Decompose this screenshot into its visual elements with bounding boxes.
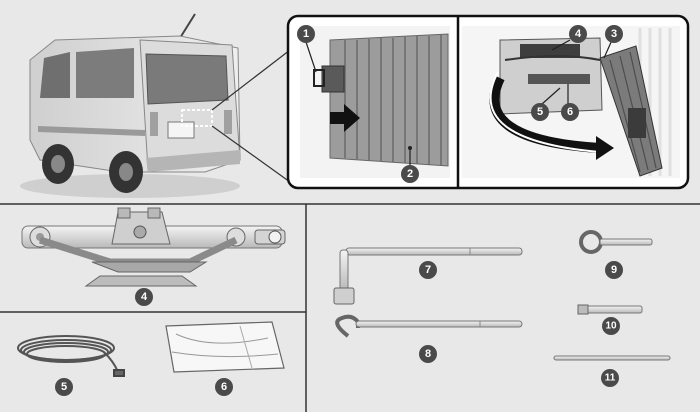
hatch-location-marker <box>181 109 213 127</box>
svg-text:7: 7 <box>425 264 431 276</box>
callout-badge-1: 1 <box>297 25 315 43</box>
svg-text:8: 8 <box>425 348 431 360</box>
jack-illustration <box>21 207 286 287</box>
leader-line-bottom <box>211 125 291 183</box>
svg-text:4: 4 <box>575 28 582 40</box>
svg-text:2: 2 <box>407 168 413 180</box>
svg-text:5: 5 <box>537 106 543 118</box>
svg-text:6: 6 <box>221 381 227 393</box>
part-badge-bag: 6 <box>215 378 233 396</box>
leader-line-top <box>211 49 291 111</box>
part-badge-jack: 4 <box>135 288 153 306</box>
callout-badge-5: 5 <box>531 103 549 121</box>
cover-panel-view <box>300 26 450 178</box>
svg-text:11: 11 <box>605 373 616 384</box>
svg-text:6: 6 <box>567 106 573 118</box>
callout-badge-4: 4 <box>569 25 587 43</box>
svg-text:4: 4 <box>141 291 148 303</box>
bag-illustration <box>165 321 285 373</box>
svg-text:5: 5 <box>61 381 67 393</box>
hook-illustration <box>335 314 523 338</box>
rope-illustration <box>17 335 125 377</box>
part-badge-hook: 8 <box>419 345 437 363</box>
callout-badge-3: 3 <box>605 25 623 43</box>
extension-illustration <box>577 304 643 315</box>
svg-text:3: 3 <box>611 28 617 40</box>
pull-arrow <box>330 104 360 132</box>
storage-open-view <box>462 26 680 178</box>
part-badge-rope: 5 <box>55 378 73 396</box>
svg-text:9: 9 <box>611 264 617 276</box>
svg-text:1: 1 <box>303 28 309 40</box>
part-badge-rod: 11 <box>601 369 619 387</box>
latch-marker <box>313 69 325 87</box>
van-illustration <box>20 13 241 198</box>
rod-illustration <box>553 355 671 361</box>
part-badge-wrench: 7 <box>419 261 437 279</box>
svg-text:10: 10 <box>605 321 617 332</box>
part-badge-extension: 10 <box>602 317 620 335</box>
wrench-illustration <box>333 247 523 305</box>
swing-arrow <box>489 75 601 153</box>
part-badge-eyebolt: 9 <box>605 261 623 279</box>
callout-badge-6: 6 <box>561 103 579 121</box>
eyebolt-illustration <box>579 230 653 254</box>
callout-badge-2: 2 <box>401 165 419 183</box>
